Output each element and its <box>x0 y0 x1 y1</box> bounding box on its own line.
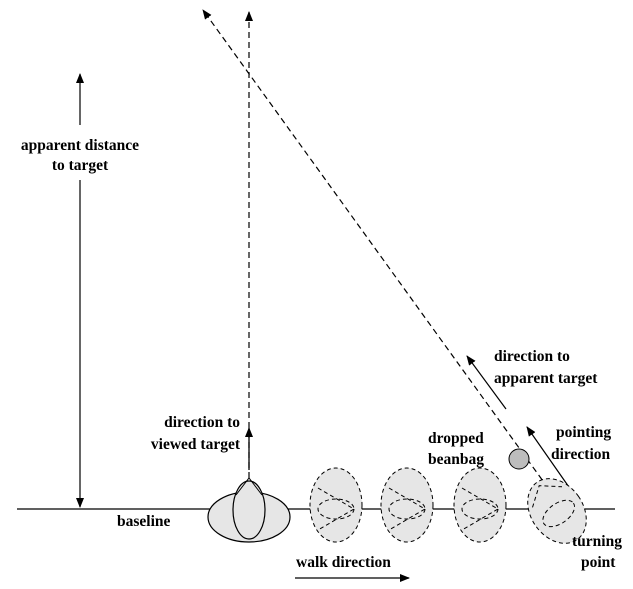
apparent-distance-label: apparent distance <box>21 137 139 154</box>
walk-footprint-3 <box>453 467 507 543</box>
direction-apparent-label: direction to <box>494 348 570 365</box>
dropped-beanbag-label-2: beanbag <box>428 451 484 468</box>
turning-point-label-2: point <box>581 554 616 571</box>
pointing-direction-label: pointing <box>556 424 611 441</box>
direction-apparent-label-2: apparent target <box>494 370 598 387</box>
dropped-beanbag-label: dropped <box>428 430 484 447</box>
walk-direction-label: walk direction <box>296 554 391 571</box>
direction-apparent-target-arrow <box>466 355 507 410</box>
direction-viewed-label: direction to <box>164 414 240 431</box>
baseline-label: baseline <box>117 513 171 530</box>
turning-point-label: turning <box>572 533 622 550</box>
beanbag-icon <box>508 448 530 470</box>
pointing-direction-label-2: direction <box>551 446 611 463</box>
pointing-direction-arrow <box>526 426 572 491</box>
direction-viewed-label-2: viewed target <box>151 436 241 453</box>
start-vision-lines <box>235 477 263 496</box>
walk-footprint-2 <box>380 467 434 543</box>
apparent-target-dashed-line <box>202 9 549 489</box>
start-position <box>207 477 291 543</box>
turning-point-footprint <box>527 478 587 544</box>
start-head-icon <box>232 480 266 540</box>
apparent-distance-label-2: to target <box>52 157 109 174</box>
walk-footprint-1 <box>309 467 363 543</box>
